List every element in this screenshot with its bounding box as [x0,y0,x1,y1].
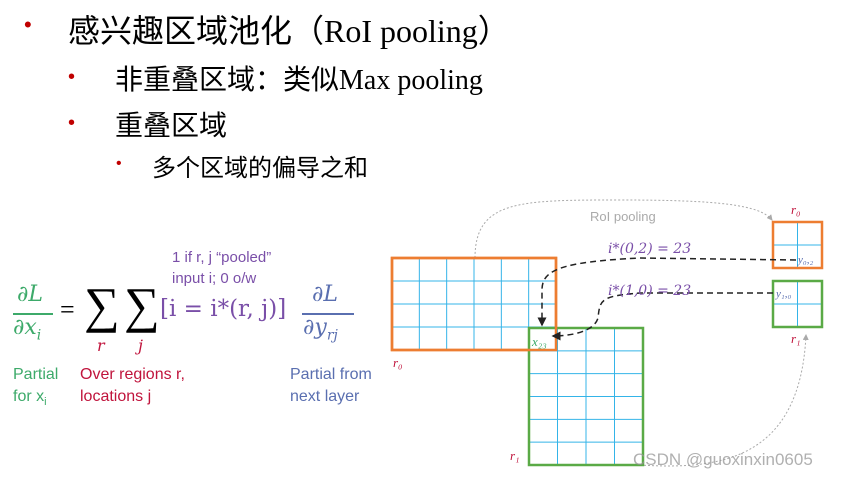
region-border-r0-overlap [390,256,558,352]
bullet-dot: • [68,66,76,88]
note-line1: 1 if r, j “pooled” [172,249,272,266]
lhs-numerator: ∂L [17,282,43,307]
equals: = [60,295,75,324]
sum-j: ∑ [124,277,160,333]
sum-r-sub: r [97,336,105,355]
roi-pooling-label: RoI pooling [590,209,656,224]
watermark: CSDN @guoxinxin0605 [633,450,813,469]
fraction-bar [302,313,354,315]
mapping-label-2: i*(1,0) = 23 [608,283,691,299]
gradient-arrow-y10 [551,292,773,341]
bullet-nonoverlap: 非重叠区域：类似Max pooling [115,65,483,96]
bullet-dot: • [68,112,76,134]
sum-r: ∑ [84,277,120,333]
r0-small-label: r₀ [791,202,801,217]
region-border [771,279,824,329]
r1-label: r₁ [510,448,520,463]
mapping-label-1: i*(0,2) = 23 [608,241,691,257]
lhs-denominator: ∂xi [13,315,42,344]
r1-small-label: r₁ [791,331,801,346]
r0-label: r₀ [393,355,403,370]
region-border [771,220,824,270]
note-line2: input i; 0 o/w [172,270,257,287]
fraction-bar [13,313,53,315]
y02-label: y₀,₂ [797,254,813,266]
pooled-grid-r1 [771,279,824,329]
roi-pooling-arrow-top [474,199,773,259]
bullet-sum: 多个区域的偏导之和 [152,156,368,182]
indicator-bracket: [i = i*(r, j)] [160,296,287,322]
rhs-numerator: ∂L [312,282,338,307]
x23-label: x₂₃ [531,334,547,349]
sum-j-sub: j [138,336,143,355]
rhs-denominator: ∂yrj [303,315,338,344]
label-over-regions: Over regions r,locations j [80,366,185,405]
gradient-arrow-y02 [537,257,797,327]
region-border [527,326,645,467]
bullet-dot: • [24,12,32,37]
y10-label: y₁,₀ [775,288,791,300]
roi-pooling-arrow-bottom [639,334,809,467]
bullet-overlap: 重叠区域 [115,111,228,142]
bullet-dot: • [116,155,122,172]
bullet-title: 感兴趣区域池化（RoI pooling） [68,13,510,49]
